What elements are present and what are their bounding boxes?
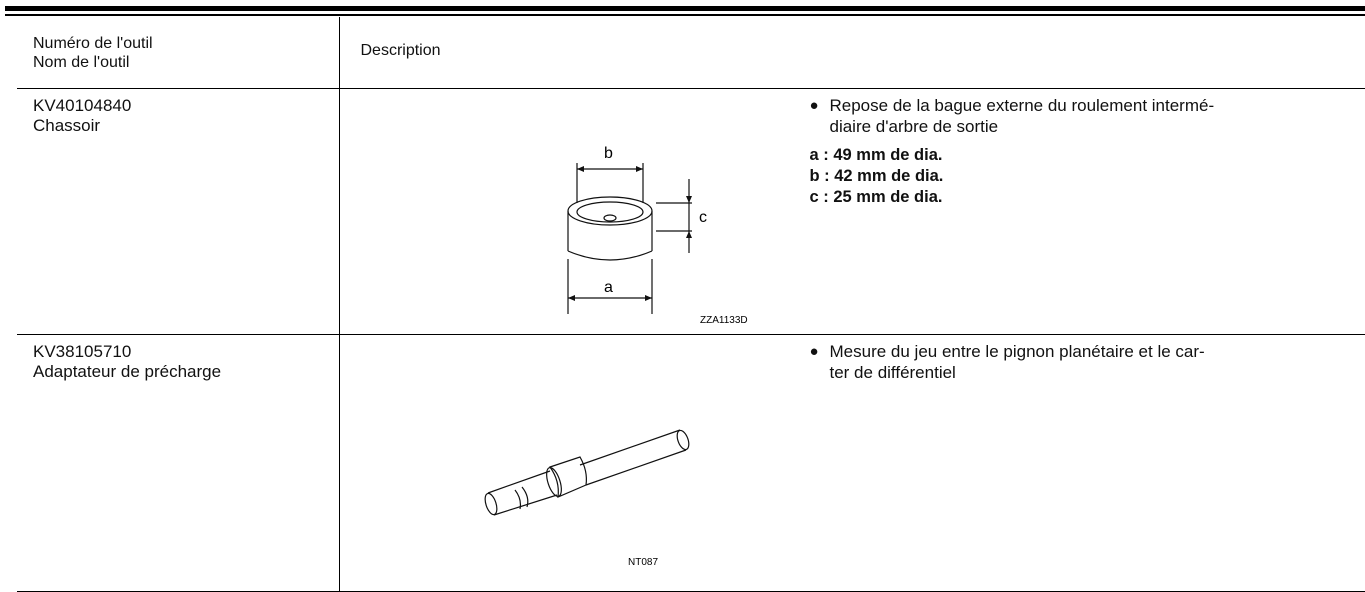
header-description-cell: Description: [339, 17, 1365, 89]
spec-a: a : 49 mm de dia.: [810, 145, 1330, 166]
dim-label-b: b: [604, 145, 613, 162]
tool-description-cell: NT087 ● Mesure du jeu entre le pignon pl…: [339, 335, 1365, 592]
tool-name-cell: KV38105710 Adaptateur de précharge: [17, 335, 339, 592]
usage-bullet: ● Repose de la bague externe du roulemen…: [810, 95, 1330, 137]
figure-code: NT087: [628, 557, 658, 568]
usage-bullet: ● Mesure du jeu entre le pignon planétai…: [810, 341, 1330, 383]
top-rule-thick: [5, 6, 1365, 11]
tool-name-cell: KV40104840 Chassoir: [17, 89, 339, 335]
header-tool-name-label: Nom de l'outil: [33, 53, 339, 72]
tool-number: KV40104840: [33, 96, 339, 116]
usage-text-line1: Mesure du jeu entre le pignon planétaire…: [830, 342, 1205, 361]
tool-name: Chassoir: [33, 116, 339, 136]
drift-illustration: b c a ZZA1133D: [490, 111, 750, 326]
top-rule-thin: [5, 14, 1365, 16]
bullet-icon: ●: [810, 95, 830, 137]
header-tool-number-label: Numéro de l'outil: [33, 34, 339, 53]
spec-c: c : 25 mm de dia.: [810, 187, 1330, 208]
dim-label-a: a: [604, 279, 613, 296]
spec-b: b : 42 mm de dia.: [810, 166, 1330, 187]
dim-label-c: c: [699, 209, 707, 226]
bullet-icon: ●: [810, 341, 830, 383]
tool-description: ● Repose de la bague externe du roulemen…: [810, 95, 1330, 208]
tool-name: Adaptateur de précharge: [33, 362, 339, 382]
tool-description-cell: b c a ZZA1133D ● Repose de la bague exte…: [339, 89, 1365, 335]
dimension-specs: a : 49 mm de dia. b : 42 mm de dia. c : …: [810, 145, 1330, 208]
usage-text-line2: diaire d'arbre de sortie: [830, 117, 999, 136]
table-row: KV38105710 Adaptateur de précharge: [17, 335, 1365, 592]
usage-text-line1: Repose de la bague externe du roulement …: [830, 96, 1215, 115]
tool-description: ● Mesure du jeu entre le pignon planétai…: [810, 341, 1330, 383]
usage-text-line2: ter de différentiel: [830, 363, 956, 382]
preload-adapter-illustration: NT087: [460, 405, 740, 585]
table-header-row: Numéro de l'outil Nom de l'outil Descrip…: [17, 17, 1365, 89]
header-name-cell: Numéro de l'outil Nom de l'outil: [17, 17, 339, 89]
header-description-label: Description: [340, 17, 1365, 60]
tool-table: Numéro de l'outil Nom de l'outil Descrip…: [17, 17, 1365, 592]
tool-number: KV38105710: [33, 342, 339, 362]
table-row: KV40104840 Chassoir: [17, 89, 1365, 335]
figure-code: ZZA1133D: [700, 315, 748, 326]
